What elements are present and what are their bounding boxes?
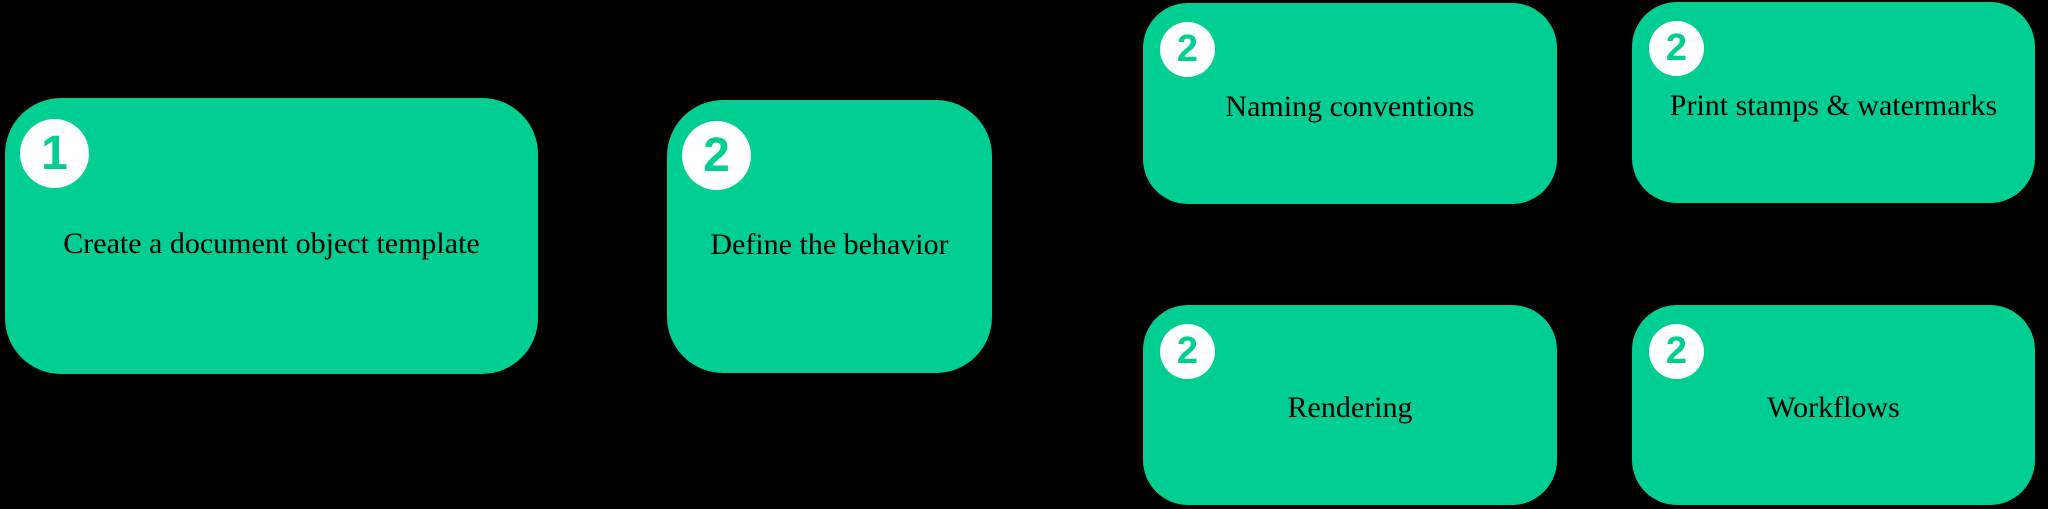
card-rendering[interactable]: 2 Rendering <box>1143 305 1557 505</box>
card-print-stamps-watermarks[interactable]: 2 Print stamps & watermarks <box>1632 2 2035 203</box>
step-number-badge: 2 <box>1160 22 1215 77</box>
card-label: Rendering <box>1287 391 1413 424</box>
card-label: Define the behavior <box>710 227 949 261</box>
card-naming-conventions[interactable]: 2 Naming conventions <box>1143 3 1557 204</box>
step-number-badge: 2 <box>682 121 751 190</box>
card-label: Naming conventions <box>1225 89 1475 123</box>
step-number-badge: 2 <box>1649 21 1704 76</box>
card-define-the-behavior[interactable]: 2 Define the behavior <box>667 100 992 373</box>
step-number-badge: 2 <box>1649 324 1704 379</box>
card-label: Print stamps & watermarks <box>1669 88 1998 122</box>
card-create-document-object-template[interactable]: 1 Create a document object template <box>5 98 538 374</box>
card-label: Workflows <box>1767 391 1900 424</box>
card-label: Create a document object template <box>63 227 480 260</box>
step-number-badge: 1 <box>20 119 89 188</box>
card-workflows[interactable]: 2 Workflows <box>1632 305 2035 505</box>
step-number-badge: 2 <box>1160 324 1215 379</box>
